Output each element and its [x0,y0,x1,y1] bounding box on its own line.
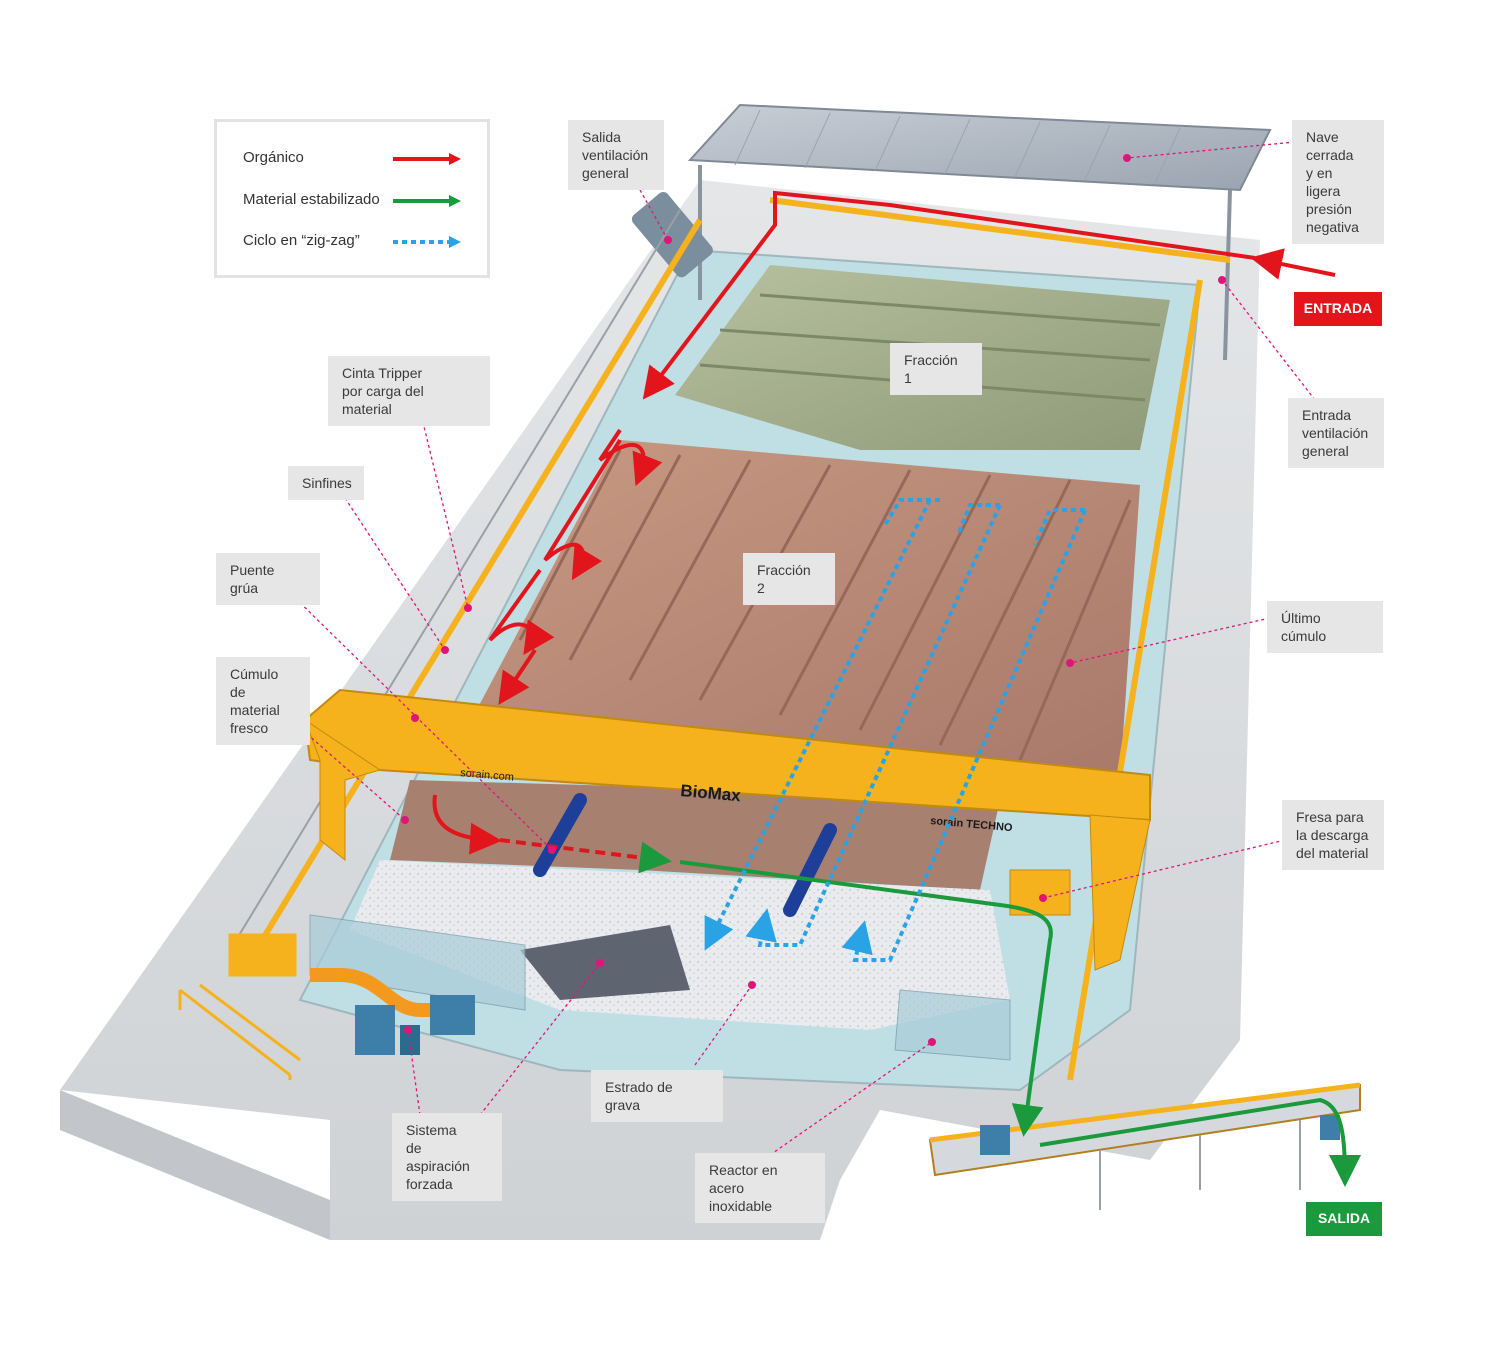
slab-front-edge [60,1090,330,1240]
callout-fraccion-1: Fracción 1 [890,343,982,395]
callout-fraccion-2: Fracción 2 [743,553,835,605]
callout-fresa: Fresa para la descarga del material [1282,800,1384,870]
crane-leg-left [303,718,382,862]
tripper-top [769,197,1231,263]
salida-badge: SALIDA [1306,1202,1382,1236]
roof-panels [734,109,1181,184]
callout-cinta-tripper: Cinta Tripper por carga del material [328,356,490,426]
stairs [178,933,301,1080]
crane-site-label: sorain.com [460,767,515,784]
suction-system [310,968,475,1055]
legend-organic-label: Orgánico [243,149,304,166]
callout-nave: Nave cerrada y en ligera presión negativ… [1292,120,1384,244]
fraction-2-pile [450,440,1140,780]
organic-flow-1 [598,428,663,487]
callout-sinfines: Sinfines [288,466,364,500]
augers [533,793,837,917]
organic-flow-4 [498,648,537,705]
roof [687,103,1272,192]
leader-dots [401,154,1226,1046]
callout-entrada-ventilacion: Entrada ventilación general [1288,398,1384,468]
stabilized-flow [679,860,1053,1137]
legend: Orgánico Material estabilizado Ciclo en … [214,119,490,278]
right-rail [1067,279,1203,1081]
callout-ultimo-cumulo: Último cúmulo [1267,601,1383,653]
glass-wall-left [309,914,526,1011]
legend-stabilized-arrow [393,195,461,207]
crane-leg-right [1089,814,1151,971]
callout-sistema-aspiracion: Sistema de aspiración forzada [392,1113,502,1201]
callout-cumulo-fresco: Cúmulo de material fresco [216,657,310,745]
ventilation-duct [631,192,713,278]
legend-zigzag-label: Ciclo en “zig-zag” [243,232,360,249]
left-rail-fence [229,209,681,951]
legend-organic-arrow [393,153,461,165]
legend-stabilized-label: Material estabilizado [243,191,380,208]
legend-zigzag-arrow [393,236,461,248]
roof-columns [698,165,1232,361]
stabilized-exit [1039,1097,1361,1187]
organic-flow-dashed [499,838,672,874]
organic-flow-3 [488,568,555,655]
callout-puente-grua: Puente grúa [216,553,320,605]
organic-flow-top [642,190,1256,400]
gravel-grid [520,925,690,1000]
organic-flow-5 [432,794,502,855]
callout-salida-ventilacion: Salida ventilación general [568,120,664,190]
callout-estrado: Estrado de grava [591,1070,723,1122]
glass-wall-right [894,989,1011,1061]
organic-flow-2 [543,438,622,581]
organic-flow-entry [1250,248,1336,280]
zigzag-flow [704,498,1087,962]
callout-reactor: Reactor en acero inoxidable [695,1153,825,1223]
entrada-badge: ENTRADA [1294,292,1382,326]
bridge-crane: BioMax sorain.com sorain TECHNO [303,688,1151,971]
